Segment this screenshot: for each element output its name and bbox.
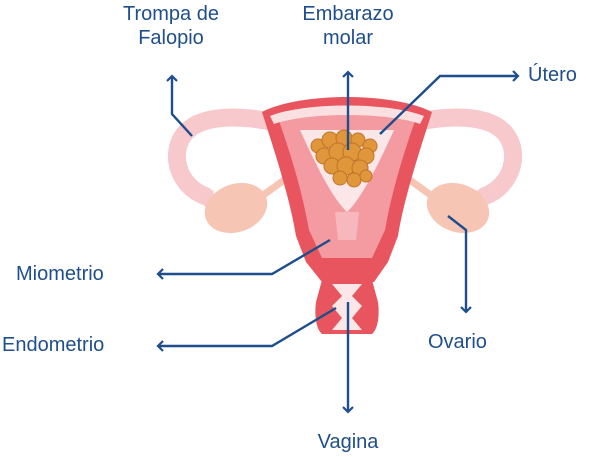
ovaries bbox=[204, 166, 490, 234]
label-trompa-line1: Trompa de bbox=[123, 3, 219, 25]
arrow-ovario bbox=[447, 215, 472, 314]
label-miometrio: Miometrio bbox=[16, 263, 104, 285]
label-trompa-de-falopio: Trompa de Falopio bbox=[96, 2, 246, 50]
arrow-endometrio bbox=[156, 306, 337, 352]
arrow-utero bbox=[379, 70, 520, 135]
molar-mass bbox=[310, 129, 378, 188]
label-embarazo-molar: Embarazo molar bbox=[273, 2, 423, 50]
label-endometrio: Endometrio bbox=[2, 334, 105, 356]
label-embarazo-line2: molar bbox=[322, 27, 373, 49]
label-vagina: Vagina bbox=[317, 431, 379, 453]
label-trompa-line2: Falopio bbox=[138, 27, 204, 49]
label-utero: Útero bbox=[528, 64, 577, 86]
arrow-trompa bbox=[166, 74, 193, 137]
label-ovario: Ovario bbox=[428, 331, 487, 353]
arrow-miometrio bbox=[156, 238, 331, 280]
leader-arrows bbox=[156, 70, 520, 414]
label-embarazo-line1: Embarazo bbox=[302, 3, 394, 25]
